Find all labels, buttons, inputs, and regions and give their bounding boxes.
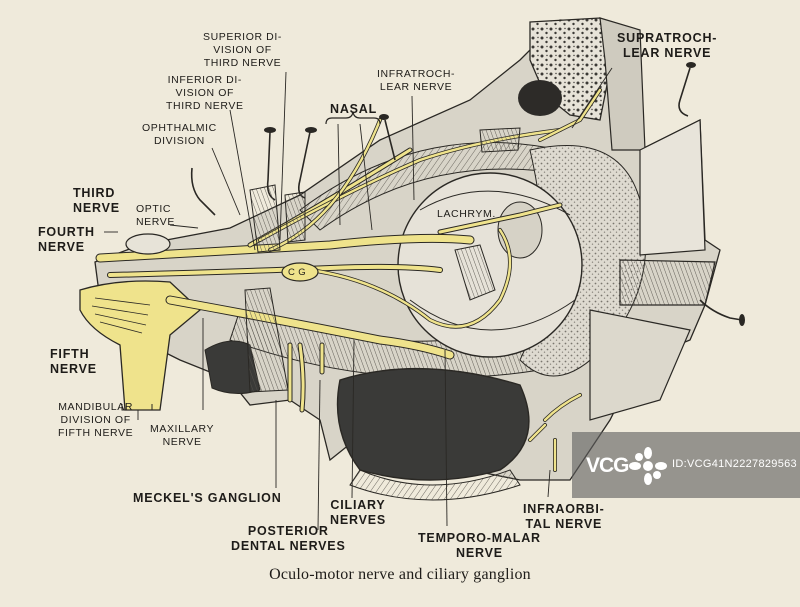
optic-nerve-shape <box>125 233 171 255</box>
frontal-bone <box>518 17 646 151</box>
nasal-label: NASAL <box>330 102 378 116</box>
maxillary-nerve-label: MAXILLARY NERVE <box>150 423 215 448</box>
third-nerve-label: THIRD NERVE <box>73 186 120 215</box>
meckels-ganglion-label: MECKEL'S GANGLION <box>133 491 282 505</box>
ciliary-ganglion-label: C G <box>288 267 307 278</box>
leader-lines <box>104 67 613 531</box>
hook-heads <box>264 62 745 326</box>
mandibular-division-label: MANDIBULAR DIVISION OF FIFTH NERVE <box>58 401 134 439</box>
watermark-panel: VCG ID:VCG41N2227829563 <box>572 432 800 498</box>
watermark-id-text: ID:VCG41N2227829563 <box>672 458 797 470</box>
lachrym-label: LACHRYM. <box>437 208 496 220</box>
inferior-division-label: INFERIOR DI- VISION OF THIRD NERVE <box>166 74 244 112</box>
infraorbital-nerve-label: INFRAORBI- TAL NERVE <box>523 502 605 531</box>
ciliary-nerves-label: CILIARY NERVES <box>330 498 386 527</box>
ophthalmic-division-label: OPHTHALMIC DIVISION <box>142 122 217 147</box>
superior-division-label: SUPERIOR DI- VISION OF THIRD NERVE <box>203 31 282 69</box>
figure-caption: Oculo-motor nerve and ciliary ganglion <box>269 566 531 583</box>
nasal-bracket <box>325 111 381 125</box>
optic-nerve-label: OPTIC NERVE <box>136 203 175 228</box>
watermark-flower-icon <box>629 447 667 485</box>
ciliary-ganglion <box>281 262 319 282</box>
fourth-nerve-label: FOURTH NERVE <box>38 225 95 254</box>
infratrochlear-nerve-label: INFRATROCH- LEAR NERVE <box>377 68 456 93</box>
supratrochlear-nerve-label: SUPRATROCH- LEAR NERVE <box>617 31 718 60</box>
fifth-nerve-trunk <box>79 280 201 411</box>
eyeball <box>397 172 583 358</box>
watermark-logo: VCG <box>586 442 676 488</box>
watermark-logo-text: VCG <box>586 454 630 477</box>
muscle-stumps <box>244 127 521 393</box>
maxillary-sinus <box>336 367 530 501</box>
mandibular-bracket <box>121 404 153 411</box>
fifth-nerve-label: FIFTH NERVE <box>50 347 97 376</box>
posterior-dental-nerves-label: POSTERIOR DENTAL NERVES <box>231 524 346 553</box>
temporo-malar-nerve-label: TEMPORO-MALAR NERVE <box>418 531 541 560</box>
lateral-structures <box>589 119 716 421</box>
